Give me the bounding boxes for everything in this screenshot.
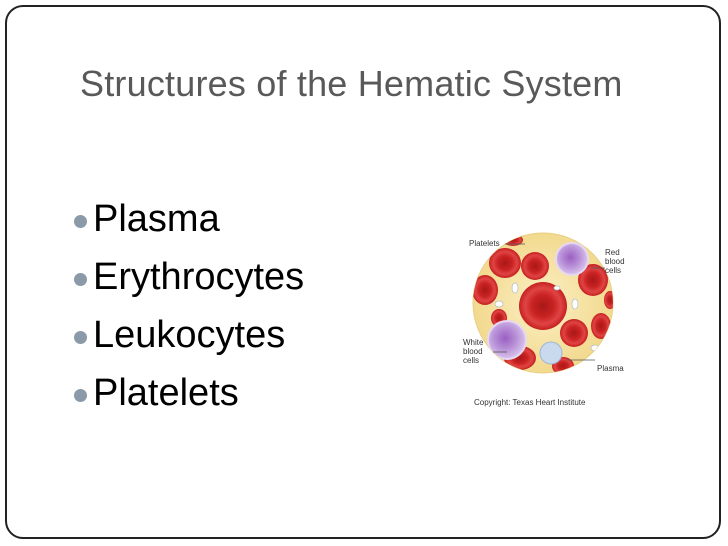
- red-blood-cell: [560, 319, 588, 347]
- platelet: [530, 374, 536, 382]
- white-blood-cell: [555, 242, 589, 276]
- label-platelets: Platelets: [469, 239, 500, 248]
- label-red-blood-cells-1: Red: [605, 248, 620, 257]
- bullet-item-leukocytes: Leukocytes: [74, 306, 304, 364]
- image-copyright: Copyright: Texas Heart Institute: [474, 398, 586, 407]
- white-blood-cell: [487, 320, 527, 360]
- bullet-item-platelets: Platelets: [74, 364, 304, 422]
- bullet-item-plasma: Plasma: [74, 190, 304, 248]
- red-blood-cell: [473, 275, 498, 305]
- bullet-label: Platelets: [93, 371, 239, 414]
- red-blood-cell: [519, 282, 567, 330]
- bullet-dot-icon: [74, 272, 87, 286]
- bullet-label: Erythrocytes: [93, 255, 305, 298]
- bullet-list: Plasma Erythrocytes Leukocytes Platelets: [74, 190, 304, 422]
- white-blood-cell: [539, 341, 563, 365]
- red-blood-cell: [521, 252, 549, 280]
- label-red-blood-cells-3: cells: [605, 266, 622, 275]
- platelet: [511, 282, 519, 294]
- platelet: [494, 300, 504, 308]
- bullet-label: Plasma: [93, 197, 220, 240]
- red-blood-cell: [489, 248, 521, 278]
- red-blood-cell: [578, 264, 608, 296]
- platelet: [553, 285, 561, 291]
- bullet-dot-icon: [74, 330, 87, 344]
- slide-title: Structures of the Hematic System: [80, 63, 623, 104]
- platelet: [571, 298, 579, 310]
- label-red-blood-cells-2: blood: [605, 257, 625, 266]
- label-white-blood-cells-1: White: [463, 338, 484, 347]
- label-plasma: Plasma: [597, 364, 624, 373]
- label-white-blood-cells-3: cells: [463, 356, 480, 365]
- label-white-blood-cells-2: blood: [463, 347, 483, 356]
- bullet-item-erythrocytes: Erythrocytes: [74, 248, 304, 306]
- blood-cells-illustration-svg: [472, 232, 614, 382]
- blood-cells-illustration: Platelets Red blood cells White blood ce…: [455, 228, 645, 413]
- bullet-dot-icon: [74, 388, 87, 402]
- bullet-label: Leukocytes: [93, 313, 286, 356]
- red-blood-cell: [591, 313, 611, 339]
- bullet-dot-icon: [74, 214, 87, 228]
- red-blood-cell: [604, 291, 613, 309]
